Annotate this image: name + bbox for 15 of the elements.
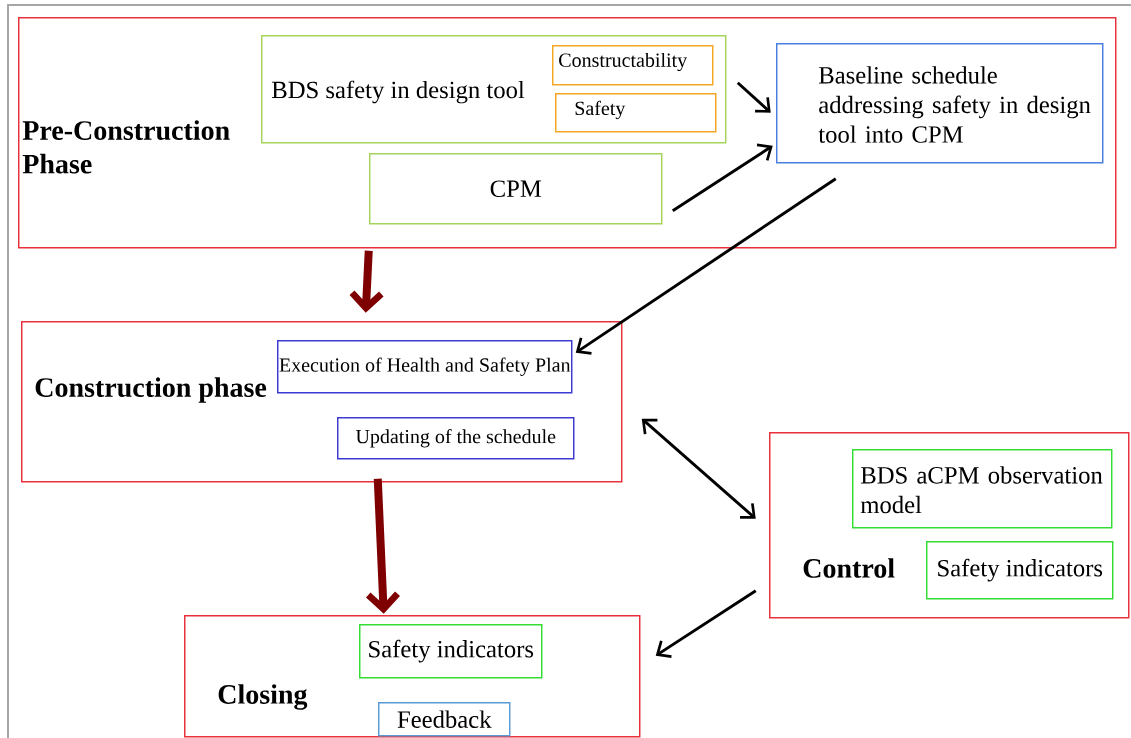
arrow xyxy=(671,143,773,212)
process-box: Feedback xyxy=(378,702,511,737)
arrow xyxy=(641,418,756,519)
process-box: Constructability xyxy=(552,45,714,86)
process-box: Safety indicators xyxy=(926,541,1114,600)
process-box: Updating of the schedule xyxy=(337,417,575,460)
process-box: BDS aCPM observation model xyxy=(852,449,1113,529)
process-box: Safety xyxy=(555,93,717,133)
process-box: Baseline schedule addressing safety in design tool into CPM xyxy=(776,43,1104,164)
arrow xyxy=(655,589,757,658)
arrow xyxy=(736,81,771,113)
process-box: Execution of Health and Safety Plan xyxy=(277,340,573,394)
process-box: CPM xyxy=(369,153,663,225)
process-box: Safety indicators xyxy=(359,624,543,679)
arrow xyxy=(575,177,837,355)
